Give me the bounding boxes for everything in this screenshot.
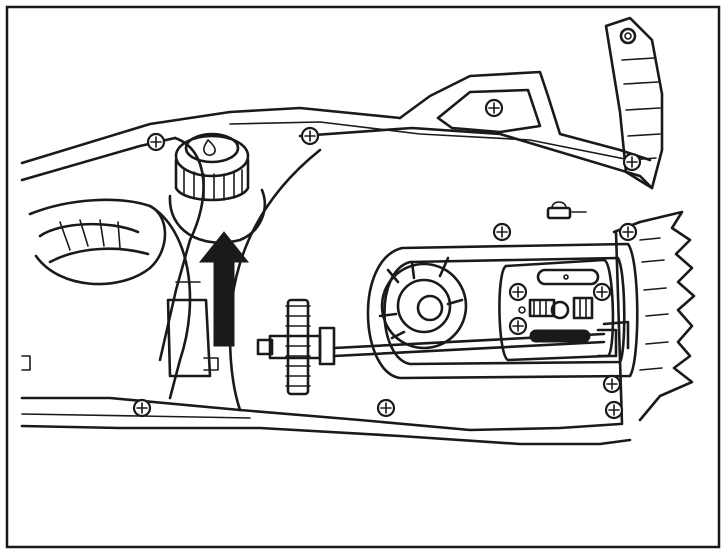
bar-mount-plate	[498, 258, 630, 362]
chain-brake-lever	[604, 16, 664, 190]
guide-bar	[612, 210, 696, 426]
screw-icon	[602, 374, 622, 394]
arrow-up-icon	[198, 231, 250, 347]
screw-icon	[508, 282, 528, 302]
screw-icon	[508, 316, 528, 336]
screw-icon	[618, 222, 638, 242]
saw-housing	[20, 70, 654, 446]
padlock-icon	[546, 201, 587, 220]
handle-grip	[28, 136, 205, 400]
screw-icon	[132, 398, 152, 418]
sight-window	[166, 298, 212, 378]
screw-icon	[492, 222, 512, 242]
oil-cap	[168, 132, 267, 244]
screw-icon	[300, 126, 320, 146]
screws	[132, 98, 642, 420]
screw-icon	[622, 152, 642, 172]
sprocket-recess	[366, 242, 639, 380]
oil-drop-icon	[203, 139, 216, 156]
screw-icon	[376, 398, 396, 418]
screw-icon	[592, 282, 612, 302]
screw-icon	[604, 400, 624, 420]
screw-icon	[146, 132, 166, 152]
figure-frame	[5, 5, 721, 549]
screw-icon	[484, 98, 504, 118]
